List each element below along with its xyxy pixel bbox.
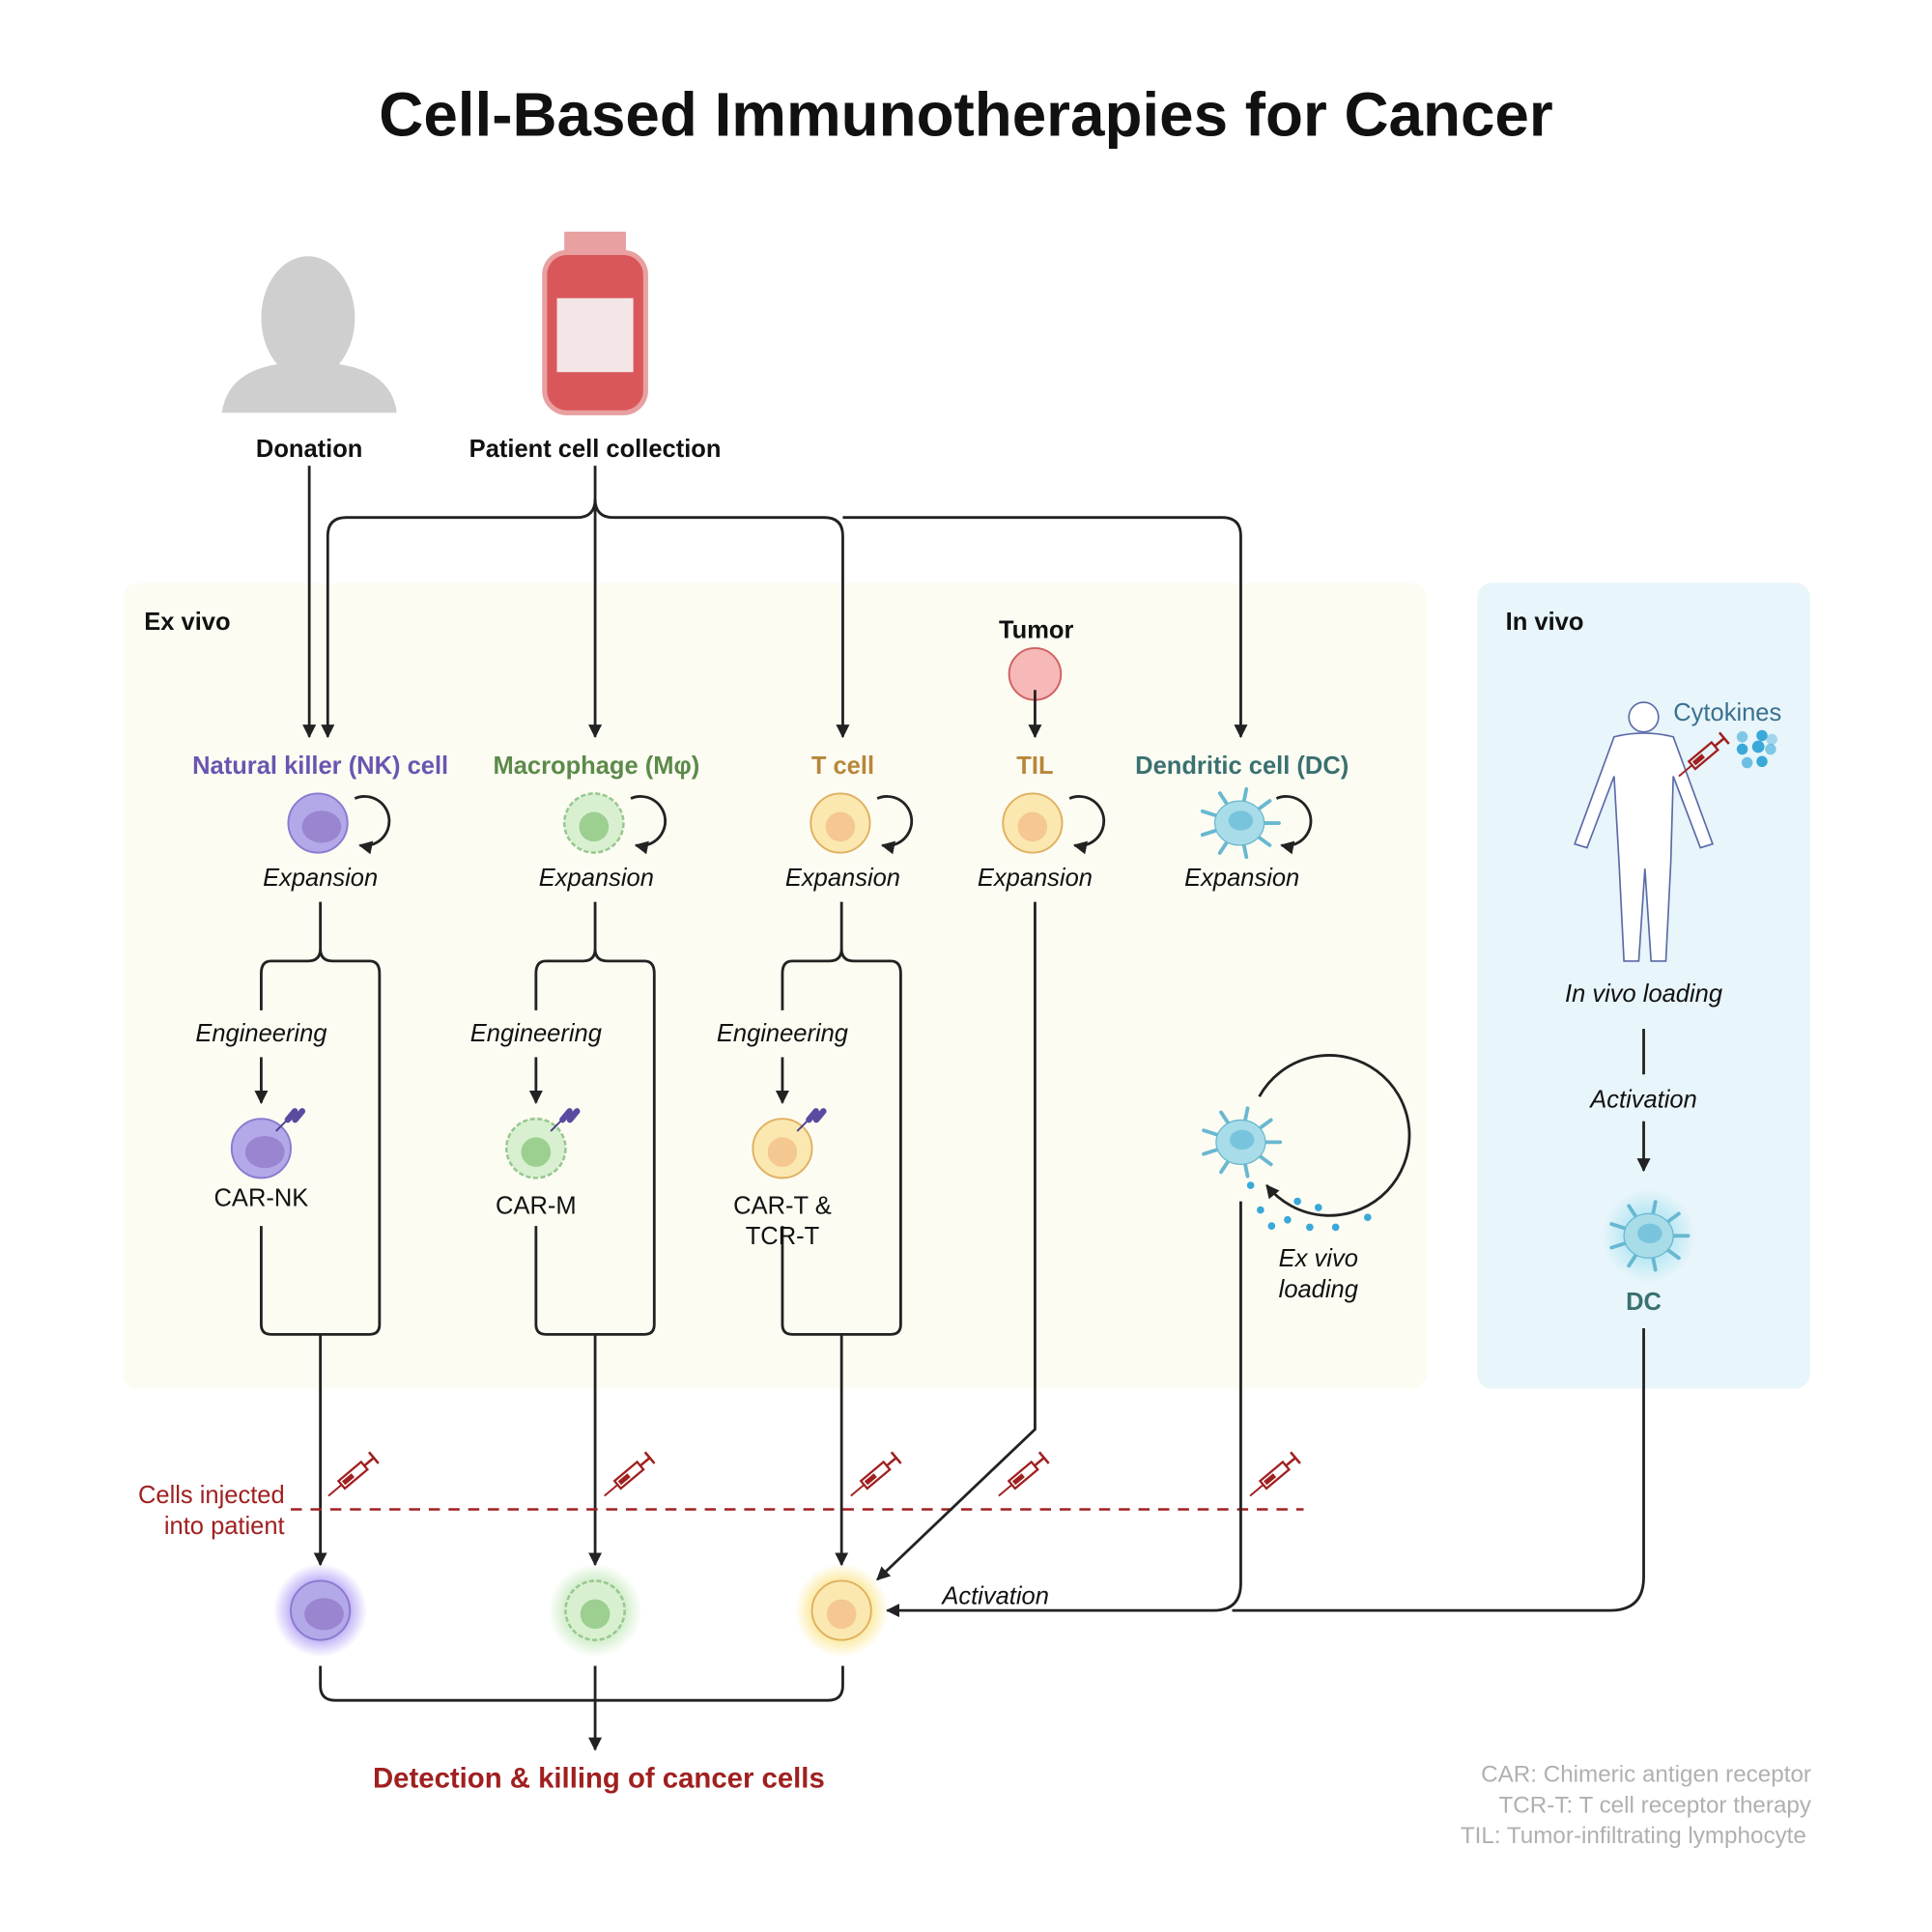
activation-label: Activation bbox=[940, 1583, 1049, 1610]
expansion-label: Expansion bbox=[1184, 865, 1299, 892]
cytokine-dots-icon bbox=[1736, 729, 1777, 769]
engineering-label: Engineering bbox=[717, 1020, 848, 1047]
in-vivo-dc-cell-icon bbox=[1602, 1188, 1696, 1283]
ex-vivo-loading-label-1: Ex vivo bbox=[1279, 1245, 1358, 1272]
ex-vivo-label: Ex vivo bbox=[144, 609, 230, 636]
human-body-icon bbox=[1574, 701, 1715, 962]
legend-tcr: TCR-T: T cell receptor therapy bbox=[1499, 1792, 1812, 1818]
syringe-icon bbox=[1678, 731, 1730, 778]
expansion-label: Expansion bbox=[263, 865, 378, 892]
engineered-cell-label: CAR-NK bbox=[214, 1185, 309, 1212]
in-vivo-label: In vivo bbox=[1506, 609, 1584, 636]
in-vivo-activation-label: Activation bbox=[1588, 1087, 1697, 1114]
car-receptor-icon bbox=[275, 1108, 306, 1132]
cell-type-label: TIL bbox=[1016, 753, 1053, 780]
patient-collection-label: Patient cell collection bbox=[469, 436, 722, 463]
legend-car: CAR: Chimeric antigen receptor bbox=[1481, 1761, 1811, 1787]
page-title: Cell-Based Immunotherapies for Cancer bbox=[379, 79, 1552, 149]
outcome-label: Detection & killing of cancer cells bbox=[373, 1763, 825, 1795]
til-cell-icon bbox=[1002, 792, 1064, 854]
expansion-loop-icon bbox=[1068, 795, 1106, 855]
injection-label-1: Cells injected bbox=[138, 1482, 285, 1509]
nk-cell-icon bbox=[287, 792, 349, 854]
column-dendritic: Dendritic cell (DC) Expansion bbox=[1135, 753, 1349, 892]
engineered-cell-label: CAR-M bbox=[496, 1192, 577, 1219]
expansion-label: Expansion bbox=[539, 865, 654, 892]
column-nk: Natural killer (NK) cellExpansionEnginee… bbox=[192, 753, 448, 1567]
car-receptor-icon bbox=[796, 1108, 827, 1132]
expansion-loop-icon bbox=[630, 795, 668, 855]
cell-type-label: Macrophage (Mφ) bbox=[493, 753, 699, 780]
tumor-label: Tumor bbox=[999, 617, 1074, 644]
syringe-icon bbox=[1249, 1451, 1301, 1497]
syringe-icon bbox=[998, 1451, 1050, 1497]
antigen-dots-icon bbox=[1246, 1181, 1372, 1232]
donation-label: Donation bbox=[256, 436, 362, 463]
infused-nk-cell-icon bbox=[273, 1563, 368, 1658]
t-cell-cell-icon bbox=[810, 792, 871, 854]
car-macrophage-cell-icon bbox=[504, 1117, 567, 1179]
expansion-label: Expansion bbox=[978, 865, 1093, 892]
cell-type-label: Dendritic cell (DC) bbox=[1135, 753, 1349, 780]
expansion-label: Expansion bbox=[785, 865, 900, 892]
expansion-loop-icon bbox=[1275, 795, 1313, 855]
ex-vivo-loading-label-2: loading bbox=[1279, 1276, 1358, 1303]
in-vivo-loading-label: In vivo loading bbox=[1565, 980, 1722, 1008]
legend-til: TIL: Tumor-infiltrating lymphocyte bbox=[1461, 1823, 1806, 1849]
car-receptor-icon bbox=[550, 1108, 581, 1132]
in-vivo-panel bbox=[1477, 582, 1810, 1389]
syringe-icon bbox=[850, 1451, 902, 1497]
syringe-icon bbox=[604, 1451, 656, 1497]
blood-bag-icon bbox=[542, 231, 648, 415]
dc-loading-cell-icon bbox=[1202, 1106, 1283, 1179]
source-connectors bbox=[302, 466, 1248, 739]
dendritic-cell-icon bbox=[1200, 786, 1281, 860]
donor-person-icon bbox=[221, 256, 397, 413]
column-til: TIL Expansion bbox=[978, 753, 1106, 892]
cytokines-label: Cytokines bbox=[1673, 699, 1781, 726]
engineered-cell-label: TCR-T bbox=[746, 1223, 819, 1250]
engineering-label: Engineering bbox=[195, 1020, 327, 1047]
car-nk-cell-icon bbox=[230, 1118, 292, 1179]
expansion-loop-icon bbox=[354, 795, 391, 855]
cell-type-label: Natural killer (NK) cell bbox=[192, 753, 448, 780]
infused-macrophage-cell-icon bbox=[548, 1563, 642, 1658]
infused-t-cell-cell-icon bbox=[794, 1563, 889, 1658]
engineering-label: Engineering bbox=[470, 1020, 602, 1047]
ex-vivo-panel bbox=[123, 582, 1428, 1389]
syringe-icon bbox=[327, 1451, 380, 1497]
cell-type-label: T cell bbox=[811, 753, 874, 780]
expansion-loop-icon bbox=[876, 795, 914, 855]
in-vivo-dc-label: DC bbox=[1626, 1289, 1662, 1316]
injection-label-2: into patient bbox=[164, 1513, 285, 1540]
car-t-cell-cell-icon bbox=[752, 1118, 813, 1179]
macrophage-cell-icon bbox=[562, 792, 625, 854]
engineered-cell-label: CAR-T & bbox=[733, 1192, 832, 1219]
